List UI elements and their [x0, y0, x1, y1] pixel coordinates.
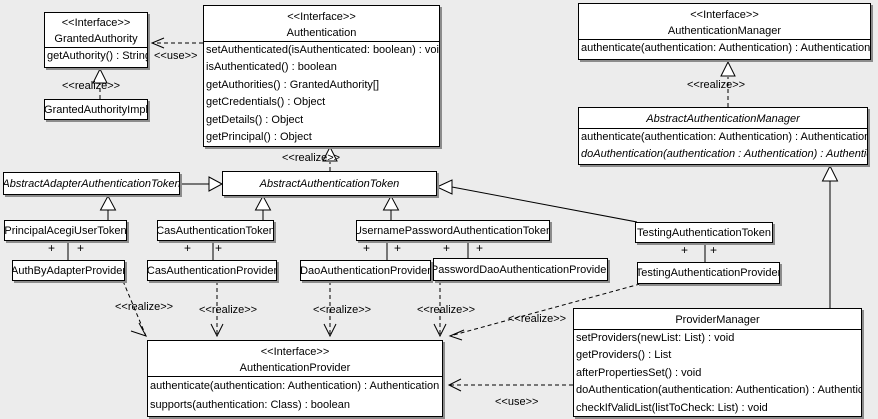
arrowhead-realize-casprovider: [210, 323, 224, 338]
edge-label-realize: <<realize>>: [115, 301, 174, 313]
class-granted-authority-impl[interactable]: GrantedAuthorityImpl: [44, 99, 148, 120]
class-name: GrantedAuthority: [54, 33, 138, 45]
arrowhead-realize-testingprovider: [448, 329, 465, 341]
multiplicity-plus: +: [476, 241, 484, 255]
arrowhead-realize-daoprovider: [323, 323, 337, 338]
multiplicity-plus: +: [77, 241, 85, 255]
method: afterPropertiesSet() : void: [576, 366, 702, 379]
method: setAuthenticated(isAuthenticated: boolea…: [206, 44, 439, 56]
multiplicity-plus: +: [394, 241, 402, 255]
class-cas-authentication-provider[interactable]: CasAuthenticationProvider: [147, 260, 277, 281]
stereotype-label: <<Interface>>: [260, 346, 330, 358]
class-authentication-provider[interactable]: <<Interface>> AuthenticationProvider aut…: [147, 340, 443, 417]
method: checkIfValidList(listToCheck: List) : vo…: [576, 401, 768, 414]
class-username-password-authentication-token[interactable]: UsernamePasswordAuthenticationToken: [356, 220, 550, 241]
stereotype-label: <<Interface>>: [690, 9, 759, 21]
class-abstract-authentication-token[interactable]: AbstractAuthenticationToken: [222, 171, 437, 196]
edge-label-realize: <<realize>>: [508, 313, 567, 325]
class-provider-manager[interactable]: ProviderManager setProviders(newList: Li…: [573, 308, 862, 417]
multiplicity-plus: +: [48, 241, 56, 255]
method: authenticate(authentication: Authenticat…: [581, 131, 867, 143]
edge-label-realize: <<realize>>: [417, 304, 476, 316]
arrowhead-use-providermanager: [447, 378, 462, 392]
realize-authbyadapter-line: [122, 280, 147, 337]
method: supports(authentication: Class) : boolea…: [150, 399, 350, 412]
edge-label-realize: <<realize>>: [62, 80, 121, 92]
edge-label-realize: <<realize>>: [313, 304, 372, 316]
triangle-gen-abstractadapter: [99, 194, 117, 211]
method: getCredentials() : Object: [206, 96, 326, 109]
stereotype-label: <<Interface>>: [61, 17, 131, 29]
stereotype-label: <<Interface>>: [287, 11, 356, 23]
method: getProviders() : List: [576, 349, 672, 362]
class-name: PasswordDaoAuthenticationProvider: [433, 263, 608, 276]
class-name: AbstractAdapterAuthenticationToken: [3, 177, 180, 190]
multiplicity-plus: +: [710, 243, 718, 257]
triangle-gen-abstractmanager: [821, 164, 839, 182]
method: getAuthority() : String: [47, 50, 147, 62]
method: isAuthenticated() : boolean: [206, 61, 337, 74]
triangle-realize-grantedauthority: [92, 67, 108, 84]
multiplicity-plus: +: [681, 243, 689, 257]
edge-label-realize: <<realize>>: [282, 152, 341, 164]
method: doAuthentication(authentication : Authen…: [581, 148, 867, 161]
method: authenticate(authentication: Authenticat…: [150, 380, 440, 392]
class-cas-authentication-token[interactable]: CasAuthenticationToken: [157, 220, 274, 241]
class-auth-by-adapter-provider[interactable]: AuthByAdapterProvider: [12, 260, 125, 281]
class-name: Authentication: [286, 27, 357, 39]
method: authenticate(authentication: Authenticat…: [581, 42, 870, 54]
edge-label-use: <<use>>: [495, 396, 539, 408]
class-granted-authority[interactable]: <<Interface>> GrantedAuthority getAuthor…: [44, 12, 148, 68]
class-name: ProviderManager: [675, 314, 760, 326]
arrowhead-realize-passworddao: [433, 323, 447, 338]
edge-label-use: <<use>>: [154, 50, 198, 62]
class-dao-authentication-provider[interactable]: DaoAuthenticationProvider: [300, 260, 431, 281]
triangle-gen-abstracttoken-usernamepassword: [382, 194, 400, 211]
class-name: TestingAuthenticationProvider: [637, 267, 780, 279]
class-name: AbstractAuthenticationToken: [259, 177, 400, 190]
class-name: AbstractAuthenticationManager: [646, 113, 800, 125]
triangle-gen-abstracttoken-cas: [254, 194, 272, 211]
class-password-dao-authentication-provider[interactable]: PasswordDaoAuthenticationProvider: [433, 258, 608, 281]
class-name: AuthenticationManager: [667, 25, 782, 37]
method: getAuthorities() : GrantedAuthority[]: [206, 78, 380, 91]
multiplicity-plus: +: [443, 241, 451, 255]
class-testing-authentication-token[interactable]: TestingAuthenticationToken: [635, 222, 773, 243]
class-principal-acegi-user-token[interactable]: PrincipalAcegiUserToken: [4, 220, 127, 241]
realize-testingprovider-line: [449, 283, 641, 337]
edge-label-realize: <<realize>>: [199, 304, 258, 316]
triangle-gen-abstracttoken-right: [435, 179, 453, 195]
class-name: AuthByAdapterProvider: [12, 264, 125, 277]
class-name: DaoAuthenticationProvider: [300, 264, 431, 277]
triangle-realize-authentication: [322, 145, 338, 162]
arrowhead-use-grantedauthority: [150, 37, 165, 49]
triangle-gen-abstracttoken-left: [208, 176, 224, 192]
method: setProviders(newList: List) : void: [576, 332, 735, 344]
class-name: UsernamePasswordAuthenticationToken: [356, 224, 550, 237]
multiplicity-plus: +: [363, 241, 371, 255]
method: doAuthentication(authentication: Authent…: [576, 384, 861, 397]
method: getPrincipal() : Object: [206, 131, 312, 144]
class-name: AuthenticationProvider: [239, 362, 351, 374]
multiplicity-plus: +: [215, 241, 223, 255]
arrowhead-realize-authbyadapter: [130, 322, 148, 337]
multiplicity-plus: +: [184, 241, 192, 255]
class-authentication[interactable]: <<Interface>> Authentication setAuthenti…: [203, 5, 440, 147]
class-name: CasAuthenticationToken: [157, 224, 274, 237]
method: getDetails() : Object: [206, 113, 304, 126]
class-name: GrantedAuthorityImpl: [44, 103, 148, 116]
triangle-realize-authenticationmanager: [720, 60, 736, 77]
class-name: TestingAuthenticationToken: [637, 226, 771, 239]
class-testing-authentication-provider[interactable]: TestingAuthenticationProvider: [637, 262, 780, 284]
class-name: CasAuthenticationProvider: [147, 264, 277, 277]
class-abstract-adapter-authentication-token[interactable]: AbstractAdapterAuthenticationToken: [3, 172, 180, 195]
class-authentication-manager[interactable]: <<Interface>> AuthenticationManager auth…: [578, 3, 871, 60]
class-name: PrincipalAcegiUserToken: [4, 224, 127, 237]
gen-testing-to-abstracttoken: [451, 186, 638, 223]
edge-label-realize: <<realize>>: [687, 79, 746, 91]
class-abstract-authentication-manager[interactable]: AbstractAuthenticationManager authentica…: [578, 107, 868, 165]
